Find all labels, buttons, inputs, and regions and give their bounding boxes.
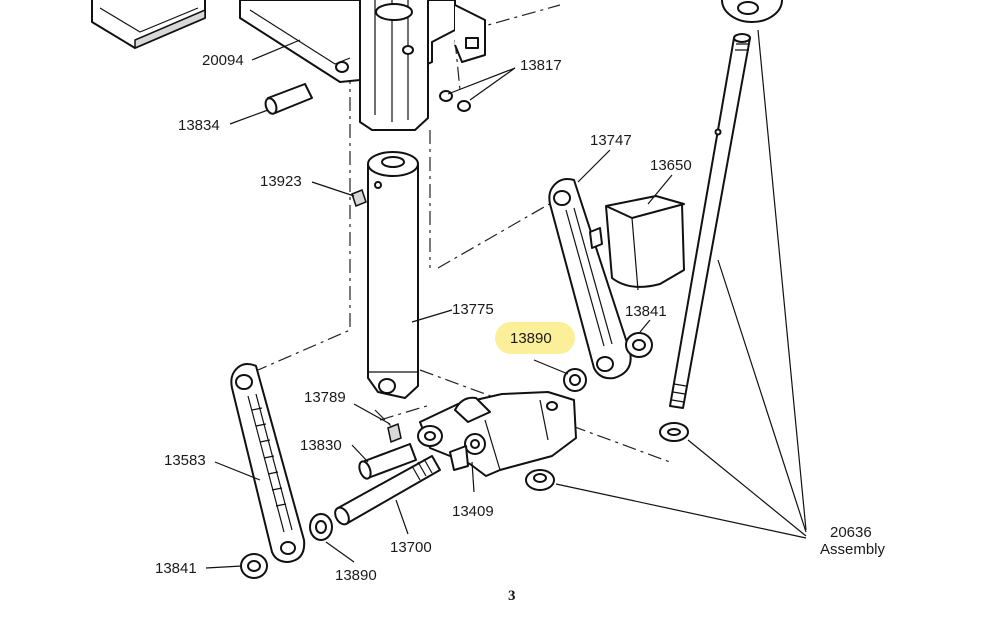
label-13700: 13700 — [390, 539, 432, 556]
top-ring — [721, 0, 783, 23]
label-13841-bottom: 13841 — [155, 560, 197, 577]
page-number: 3 — [508, 588, 516, 604]
washer-13890-top — [563, 368, 587, 392]
nut-20636-lower — [525, 469, 555, 491]
leader-lines — [205, 29, 807, 569]
label-20094: 20094 — [202, 52, 244, 69]
label-13834: 13834 — [178, 117, 220, 134]
label-20636: 20636 — [830, 524, 872, 541]
label-13789: 13789 — [304, 389, 346, 406]
highlight-13890 — [495, 322, 575, 354]
screw-13923 — [351, 189, 367, 207]
label-13650: 13650 — [650, 157, 692, 174]
label-13830: 13830 — [300, 437, 342, 454]
highlight-bubble — [495, 322, 575, 354]
label-13775: 13775 — [452, 301, 494, 318]
label-13890-bottom: 13890 — [335, 567, 377, 584]
label-13841-top: 13841 — [625, 303, 667, 320]
pin-13789 — [387, 422, 402, 444]
link-13747 — [548, 178, 632, 380]
nut-13841-top — [625, 332, 653, 358]
top-left-block — [91, 0, 206, 50]
label-13890-highlighted: 13890 — [510, 330, 552, 347]
shaft-13700 — [334, 455, 441, 526]
label-13583: 13583 — [164, 452, 206, 469]
label-13817: 13817 — [520, 57, 562, 74]
set-screws-13817 — [439, 90, 471, 112]
pin-13830 — [358, 443, 417, 480]
label-13923: 13923 — [260, 173, 302, 190]
link-13583 — [230, 363, 306, 563]
label-13409: 13409 — [452, 503, 494, 520]
washer-13890-bottom — [309, 513, 333, 541]
block-13409 — [417, 391, 577, 477]
ram-13775 — [367, 151, 419, 399]
pin-13834 — [264, 83, 313, 115]
part-labels: 20094 13817 13834 13747 13650 13923 1377… — [155, 52, 886, 584]
label-assembly: Assembly — [820, 541, 886, 558]
nut-13841-bottom — [240, 553, 268, 579]
press-frame-20094 — [239, 0, 486, 131]
label-13747: 13747 — [590, 132, 632, 149]
rod-20636 — [659, 33, 751, 442]
primer-cup-13650 — [589, 195, 685, 291]
